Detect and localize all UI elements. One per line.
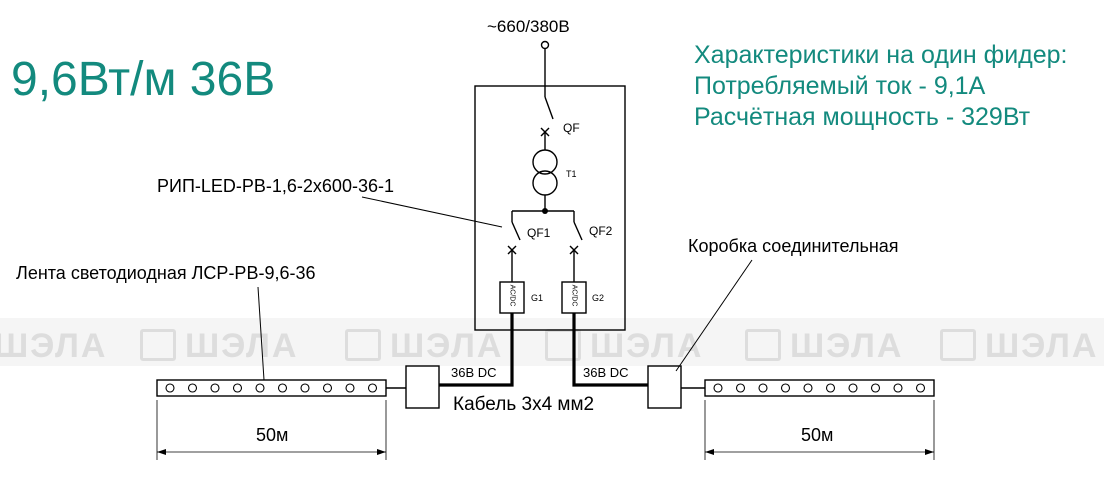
qf2-designator: QF2 (589, 224, 613, 238)
watermark-text: ШЭЛА (790, 327, 904, 365)
led-dot (870, 383, 881, 393)
junction-box-label: Коробка соединительная (688, 236, 899, 256)
watermark-logo-icon (140, 329, 176, 361)
watermark-logo-icon (745, 329, 781, 361)
transformer-primary-coil (532, 149, 558, 175)
led-dot (255, 383, 265, 393)
qf2-contact (573, 221, 583, 241)
junction-box-right (647, 365, 682, 409)
led-dot (803, 383, 813, 393)
led-dot (848, 383, 858, 393)
watermark-logo-icon (940, 329, 976, 361)
g2-designator: G2 (592, 293, 605, 303)
dim-arrow (705, 449, 714, 455)
dim-arrow (377, 449, 386, 455)
dim-arrow (925, 449, 934, 455)
t1-designator: T1 (566, 169, 577, 179)
led-dot (345, 383, 355, 393)
led-dot (915, 383, 926, 393)
spec-power: Расчётная мощность - 329Вт (694, 103, 1031, 131)
watermark-text: ШЭЛА (390, 327, 504, 365)
spec-heading: Характеристики на один фидер: (694, 41, 1068, 69)
supply-terminal (540, 40, 550, 50)
led-dot (232, 383, 243, 393)
led-dot (300, 383, 310, 393)
led-dot (758, 383, 768, 393)
qf-designator: QF (563, 121, 580, 135)
watermark-text: ШЭЛА (0, 327, 108, 365)
box-leader-line (675, 259, 753, 372)
converter-g1-type: AC/DC (508, 284, 516, 307)
led-dot (893, 383, 903, 393)
device-model-label: РИП-LED-РВ-1,6-2х600-36-1 (157, 176, 394, 196)
spec-current: Потребляемый ток - 9,1А (694, 72, 986, 100)
power-supply-enclosure (474, 85, 626, 331)
junction-node (542, 208, 548, 214)
tape-model-label: Лента светодиодная ЛСР-РВ-9,6-36 (16, 263, 316, 283)
g1-designator: G1 (531, 293, 544, 303)
led-dots-left (165, 383, 378, 393)
led-dot (825, 383, 836, 393)
converter-g2-type: AC/DC (570, 284, 578, 307)
led-dot (277, 383, 288, 393)
dc-voltage-label-left: 36В DC (451, 365, 497, 380)
led-dot (367, 383, 378, 393)
dim-arrow (157, 449, 166, 455)
page-title: 9,6Вт/м 36В (11, 53, 276, 106)
led-tape-left (156, 379, 387, 397)
led-dot (187, 383, 198, 393)
qf1-contact (511, 221, 521, 241)
led-dot (322, 383, 333, 393)
watermark-text: ШЭЛА (985, 327, 1099, 365)
dc-cable-left (439, 313, 514, 387)
junction-box-left (405, 365, 440, 409)
led-dot (210, 383, 220, 393)
led-dot (713, 383, 723, 393)
tape-leader-line (257, 286, 265, 381)
dc-voltage-label-right: 36В DC (583, 365, 629, 380)
cable-label: Кабель 3х4 мм2 (453, 394, 595, 415)
led-dots-right (713, 383, 926, 393)
qf-contact (544, 96, 554, 120)
led-dot (165, 383, 175, 393)
led-tape-right (704, 379, 935, 397)
watermark-text: ШЭЛА (185, 327, 299, 365)
watermark-text: ШЭЛА (590, 327, 704, 365)
watermark-band: ШЭЛА ШЭЛА ШЭЛА ШЭЛА ШЭЛА ШЭЛА (0, 318, 1104, 366)
watermark-logo-icon (345, 329, 381, 361)
length-label-left: 50м (256, 425, 289, 445)
led-dot (780, 383, 791, 393)
device-leader-line (361, 196, 503, 228)
qf1-designator: QF1 (527, 226, 551, 240)
length-label-right: 50м (801, 425, 834, 445)
dc-cable-right (572, 313, 648, 387)
led-dot (735, 383, 746, 393)
supply-voltage-label: ~660/380В (487, 17, 570, 36)
